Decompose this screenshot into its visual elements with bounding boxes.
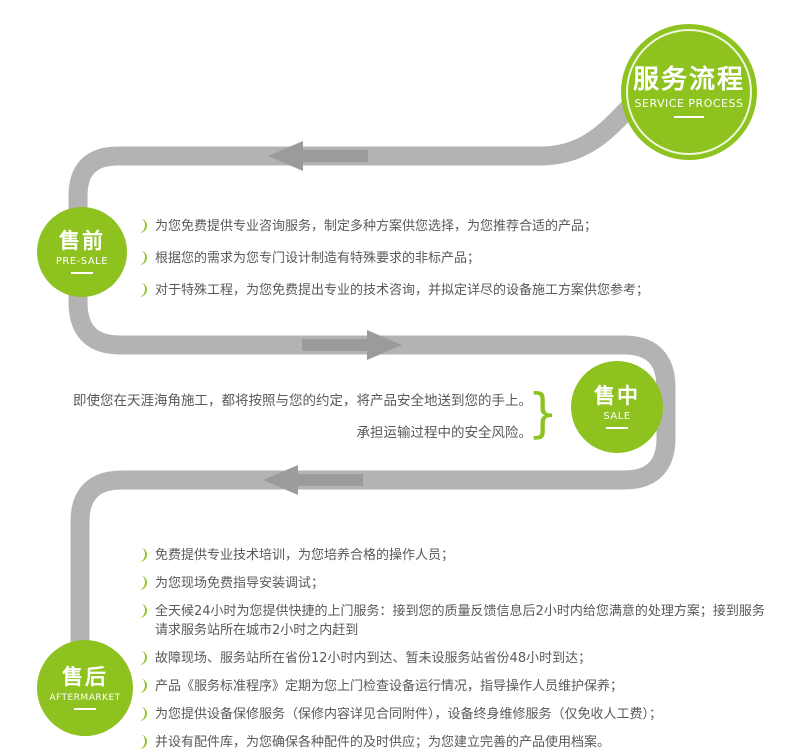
list-item: 对于特殊工程，为您免费提出专业的技术咨询，并拟定详尽的设备施工方案供您参考； [139, 281, 780, 301]
arrow-left-bottom-icon [263, 465, 363, 495]
aftermarket-items: 免费提供专业技术培训，为您培养合格的操作人员； 为您现场免费指导安装调试； 全天… [139, 546, 772, 752]
list-item-text: 产品《服务标准程序》定期为您上门检查设备运行情况，指导操作人员维护保养； [155, 679, 624, 694]
list-item: 免费提供专业技术培训，为您培养合格的操作人员； [139, 546, 772, 565]
stage-title: 售中 [594, 383, 640, 408]
arrow-right-middle-icon [302, 330, 402, 360]
list-item-text: 根据您的需求为您专门设计制造有特殊要求的非标产品； [155, 251, 481, 266]
list-item-text: 为您免费提供专业咨询服务，制定多种方案供您选择，为您推荐合适的产品； [155, 219, 598, 234]
flow-line [68, 74, 676, 692]
stage-circle-pre-sale: 售前 PRE-SALE [37, 207, 127, 297]
list-item: 并设有配件库，为您确保各种配件的及时供应；为您建立完善的产品使用档案。 [139, 733, 772, 752]
arrow-left-top-icon [268, 141, 368, 171]
bracket-icon [139, 547, 148, 563]
bracket-icon [139, 706, 148, 722]
list-item: 故障现场、服务站所在省份12小时内到达、暂未设服务站省份48小时到达； [139, 649, 772, 668]
list-item-text: 免费提供专业技术培训，为您培养合格的操作人员； [155, 548, 455, 563]
bracket-icon [139, 650, 148, 666]
list-item-text: 为您提供设备保修服务（保修内容详见合同附件），设备终身维修服务（仅免收人工费）； [155, 707, 663, 722]
list-item: 为您提供设备保修服务（保修内容详见合同附件），设备终身维修服务（仅免收人工费）； [139, 705, 772, 724]
list-item: 根据您的需求为您专门设计制造有特殊要求的非标产品； [139, 249, 780, 269]
sale-line: 即使您在天涯海角施工，都将按照与您的约定，将产品安全地送到您的手上。 [73, 393, 532, 409]
bracket-icon [139, 250, 148, 266]
list-item-text: 为您现场免费指导安装调试； [155, 576, 325, 591]
list-item: 为您免费提供专业咨询服务，制定多种方案供您选择，为您推荐合适的产品； [139, 217, 780, 237]
list-item: 为您现场免费指导安装调试； [139, 574, 772, 593]
stage-subtitle: AFTERMARKET [49, 692, 121, 703]
stage-circle-sale: 售中 SALE [571, 361, 663, 453]
stage-title: 售前 [59, 228, 105, 253]
brace-icon: } [527, 382, 559, 444]
stage-subtitle: PRE-SALE [55, 256, 109, 268]
list-item-text: 全天候24小时为您提供快捷的上门服务：接到您的质量反馈信息后2小时内给您满意的处… [155, 604, 765, 638]
list-item-text: 并设有配件库，为您确保各种配件的及时供应；为您建立完善的产品使用档案。 [155, 735, 611, 750]
stage-divider [71, 272, 93, 275]
sale-line: 承担运输过程中的安全风险。 [356, 425, 533, 441]
header-circle: 服务流程 SERVICE PROCESS [621, 24, 757, 160]
list-item: 产品《服务标准程序》定期为您上门检查设备运行情况，指导操作人员维护保养； [139, 677, 772, 696]
list-item-text: 对于特殊工程，为您免费提出专业的技术咨询，并拟定详尽的设备施工方案供您参考； [155, 283, 650, 298]
pre-sale-items: 为您免费提供专业咨询服务，制定多种方案供您选择，为您推荐合适的产品； 根据您的需… [139, 217, 780, 313]
sale-text: 即使您在天涯海角施工，都将按照与您的约定，将产品安全地送到您的手上。 承担运输过… [73, 391, 532, 443]
bracket-icon [139, 282, 148, 298]
list-item: 全天候24小时为您提供快捷的上门服务：接到您的质量反馈信息后2小时内给您满意的处… [139, 602, 772, 640]
bracket-icon [139, 734, 148, 750]
stage-subtitle: SALE [603, 411, 631, 423]
bracket-icon [139, 678, 148, 694]
stage-divider [74, 707, 96, 710]
bracket-icon [139, 575, 148, 591]
stage-divider [606, 427, 628, 430]
bracket-icon [139, 603, 148, 619]
stage-title: 售后 [62, 665, 108, 690]
bracket-icon [139, 218, 148, 234]
stage-circle-aftermarket: 售后 AFTERMARKET [37, 640, 133, 736]
header-circle-ring [626, 29, 752, 155]
list-item-text: 故障现场、服务站所在省份12小时内到达、暂未设服务站省份48小时到达； [155, 651, 592, 666]
